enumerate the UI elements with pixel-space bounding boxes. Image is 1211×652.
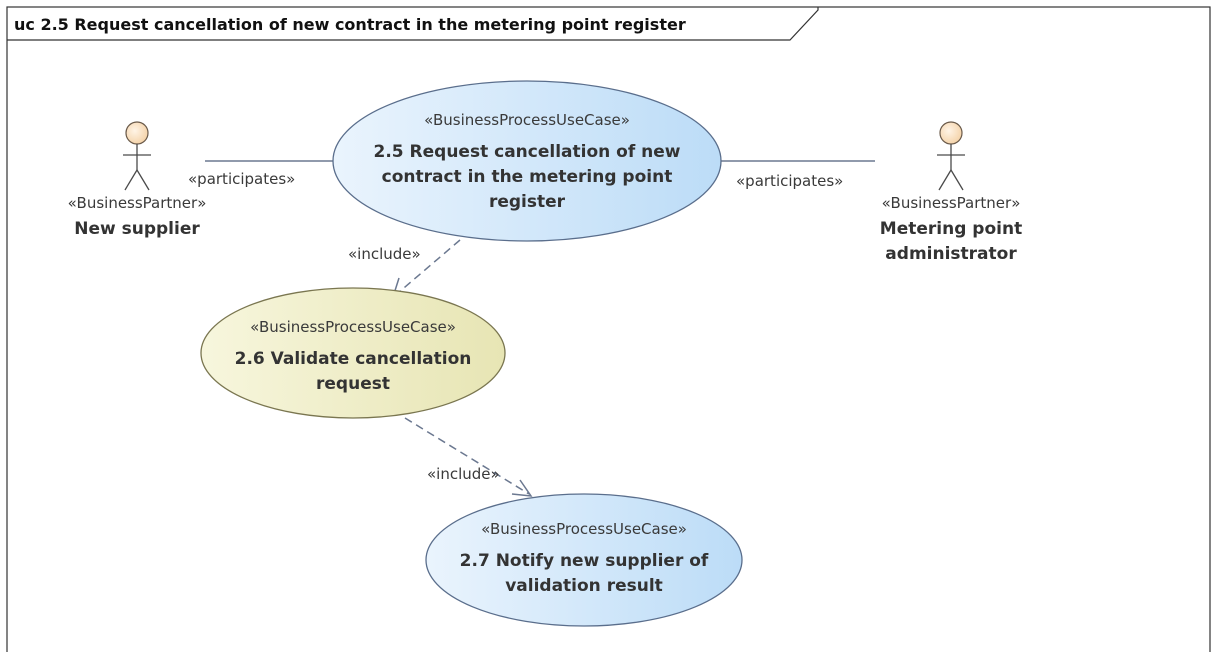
include-dependency-2-6-to-2-7 [404, 417, 533, 497]
actor-new-supplier[interactable]: «BusinessPartner» New supplier [68, 121, 207, 239]
use-case-name-line-3: register [489, 192, 566, 212]
actor-metering-point-administrator[interactable]: «BusinessPartner» Metering point adminis… [880, 121, 1022, 264]
include-label-lower: «include» [427, 465, 500, 483]
use-case-name-line-1: 2.6 Validate cancellation [235, 349, 472, 369]
participates-label-right: «participates» [736, 172, 843, 190]
actor-name: New supplier [74, 219, 200, 239]
use-case-2-7[interactable]: «BusinessProcessUseCase» 2.7 Notify new … [425, 493, 743, 627]
use-case-name-line-2: contract in the metering point [382, 167, 673, 187]
actor-stereotype: «BusinessPartner» [882, 194, 1021, 212]
stick-figure-icon [123, 121, 151, 191]
use-case-name-line-2: request [316, 374, 390, 394]
participates-label-left: «participates» [188, 170, 295, 188]
actor-name-line-2: administrator [885, 244, 1017, 264]
use-case-2-6[interactable]: «BusinessProcessUseCase» 2.6 Validate ca… [200, 287, 506, 419]
include-label-upper: «include» [348, 245, 421, 263]
actor-name-line-1: Metering point [880, 219, 1022, 239]
use-case-name-line-1: 2.7 Notify new supplier of [460, 551, 709, 571]
use-case-name-line-1: 2.5 Request cancellation of new [374, 142, 681, 162]
use-case-stereotype: «BusinessProcessUseCase» [481, 520, 687, 538]
stick-figure-icon [937, 121, 965, 191]
use-case-stereotype: «BusinessProcessUseCase» [424, 111, 630, 129]
actor-stereotype: «BusinessPartner» [68, 194, 207, 212]
frame-title: uc 2.5 Request cancellation of new contr… [14, 15, 686, 34]
diagram-frame: uc 2.5 Request cancellation of new contr… [6, 6, 1211, 652]
use-case-stereotype: «BusinessProcessUseCase» [250, 318, 456, 336]
use-case-2-5[interactable]: «BusinessProcessUseCase» 2.5 Request can… [332, 80, 722, 242]
use-case-name-line-2: validation result [505, 576, 663, 596]
